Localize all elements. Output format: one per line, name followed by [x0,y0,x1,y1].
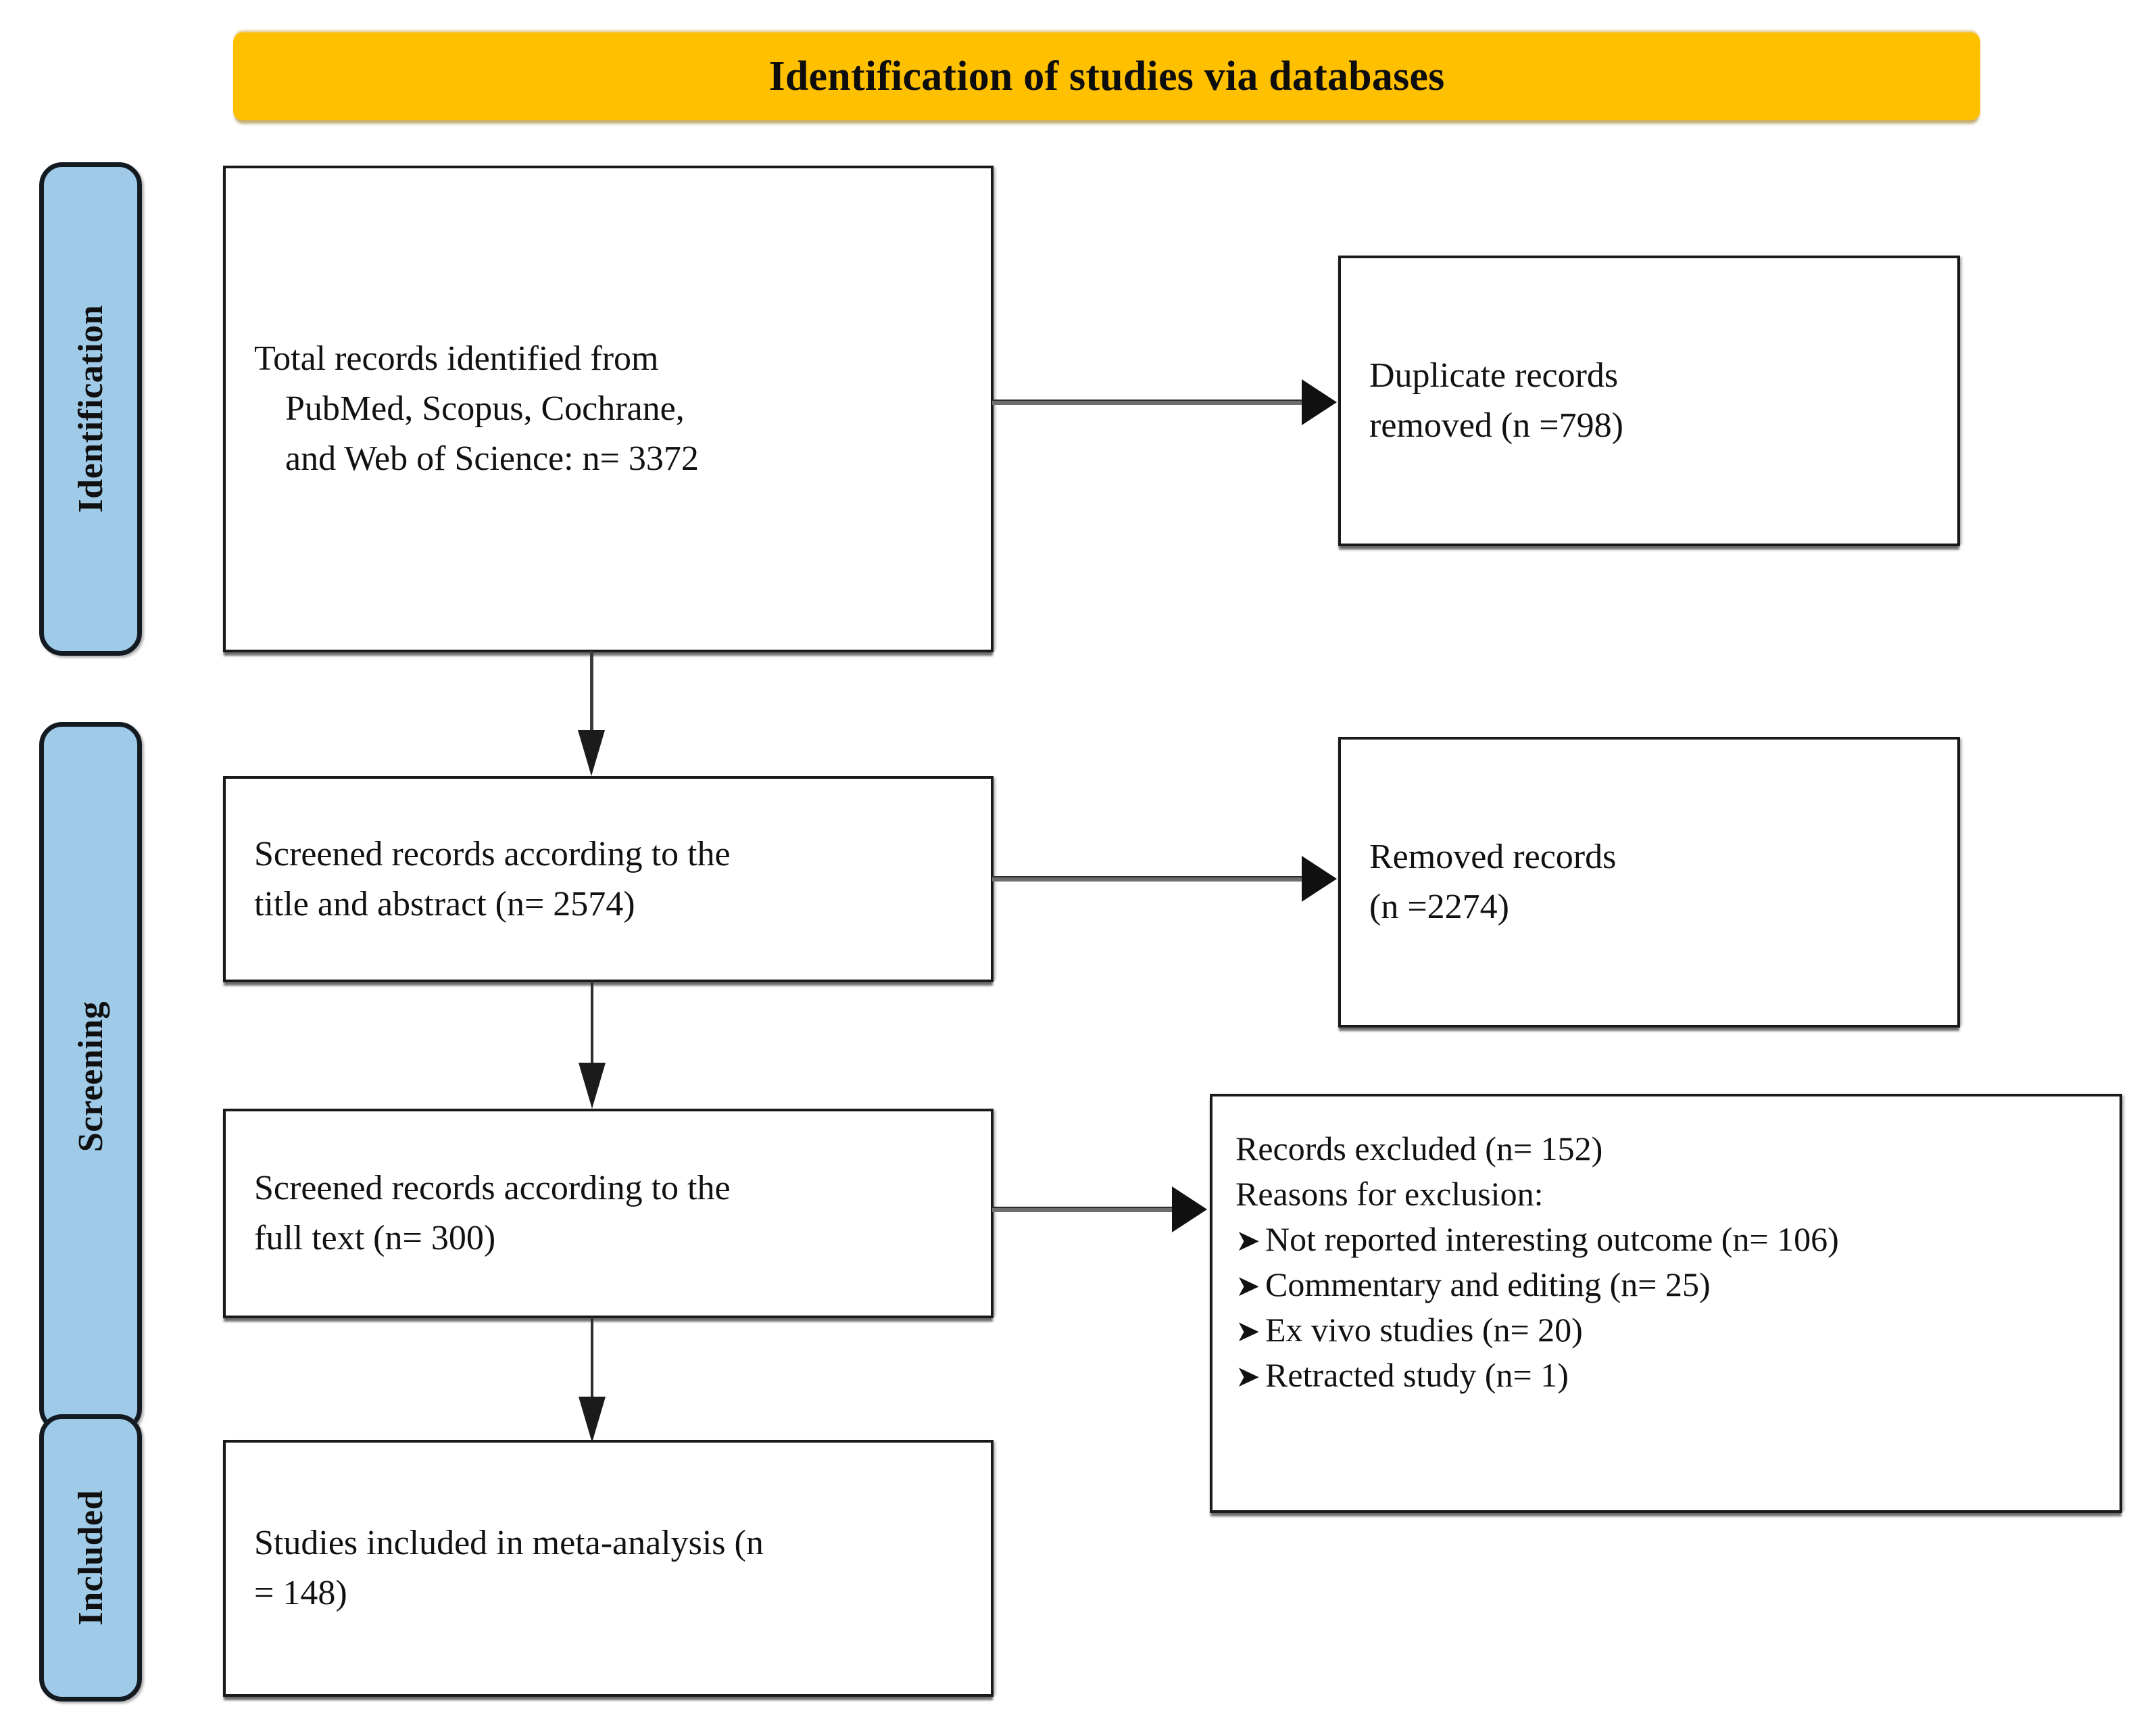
banner-title: Identification of studies via databases [768,53,1445,99]
arrowhead-icon [579,1397,606,1443]
excluded-subheading: Reasons for exclusion: [1235,1175,1544,1213]
screened-ta-line-2: title and abstract (n= 2574) [254,884,635,923]
screened-ft-line-1: Screened records according to the [254,1169,731,1208]
arrow-bullet-icon: ➤ [1235,1224,1260,1257]
connector-line [992,876,1303,882]
diagram-header-banner: Identification of studies via databases [233,32,1980,120]
arrow-bullet-icon: ➤ [1235,1360,1260,1393]
arrow-bullet-icon: ➤ [1235,1270,1260,1303]
connector-line [591,1317,593,1412]
included-line-1: Studies included in meta-analysis (n [254,1524,764,1563]
exclusion-reason-label: Ex vivo studies (n= 20) [1265,1311,1583,1349]
connector-line [590,651,593,739]
arrowhead-icon [1302,856,1337,902]
included-line-2: = 148) [254,1574,347,1612]
box-removed-records: Removed records (n =2274) [1338,737,1960,1028]
arrowhead-icon [579,1063,606,1109]
stage-label-screening: Screening [39,722,142,1432]
connector-line [992,400,1303,405]
box-screened-title-abstract: Screened records according to the title … [223,776,994,982]
removed-line-1: Removed records [1369,838,1617,877]
screened-ft-line-2: full text (n= 300) [254,1219,496,1257]
box-records-excluded: Records excluded (n= 152) Reasons for ex… [1210,1094,2122,1513]
arrowhead-icon [1302,379,1337,425]
exclusion-reason-item: ➤ Ex vivo studies (n= 20) [1235,1307,2097,1353]
stage-label-identification: Identification [39,162,142,656]
box-screened-full-text: Screened records according to the full t… [223,1109,994,1318]
connector-line [992,1207,1173,1212]
exclusion-reason-item: ➤ Not reported interesting outcome (n= 1… [1235,1217,2097,1262]
stage-label-included: Included [39,1414,142,1702]
excluded-heading: Records excluded (n= 152) [1235,1130,1603,1167]
records-identified-line-2: PubMed, Scopus, Cochrane, [285,389,685,429]
duplicates-line-1: Duplicate records [1369,356,1619,395]
exclusion-reason-item: ➤ Retracted study (n= 1) [1235,1353,2097,1398]
removed-line-2: (n =2274) [1369,888,1509,926]
records-identified-line-3: and Web of Science: n= 3372 [285,439,699,478]
stage-label-identification-text: Identification [71,305,110,513]
box-records-identified: Total records identified from PubMed, Sc… [223,166,994,652]
arrowhead-icon [578,730,605,776]
exclusion-reason-label: Not reported interesting outcome (n= 106… [1265,1220,1839,1258]
stage-label-screening-text: Screening [71,1001,110,1153]
exclusion-reason-label: Retracted study (n= 1) [1265,1356,1569,1394]
exclusion-reason-label: Commentary and editing (n= 25) [1265,1265,1711,1303]
arrow-bullet-icon: ➤ [1235,1315,1260,1348]
records-identified-line-1: Total records identified from [254,339,659,379]
box-duplicate-records-removed: Duplicate records removed (n =798) [1338,256,1960,546]
exclusion-reason-item: ➤ Commentary and editing (n= 25) [1235,1262,2097,1307]
box-studies-included: Studies included in meta-analysis (n = 1… [223,1440,994,1697]
connector-line [591,981,593,1069]
stage-label-included-text: Included [71,1490,110,1626]
screened-ta-line-1: Screened records according to the [254,834,731,873]
duplicates-line-2: removed (n =798) [1369,406,1623,445]
arrowhead-icon [1172,1186,1207,1232]
